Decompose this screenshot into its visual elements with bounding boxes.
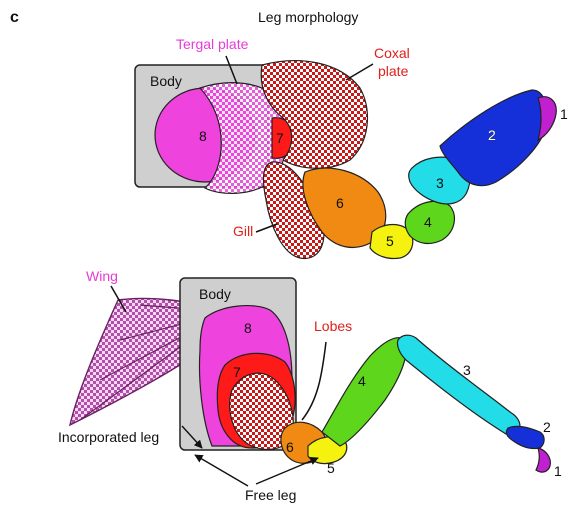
wing-pointer xyxy=(110,285,127,313)
gill-label: Gill xyxy=(233,223,253,239)
free-leg-arrow-left xyxy=(194,454,249,487)
free-leg-arrow-right xyxy=(255,457,319,485)
panel-letter: c xyxy=(10,9,19,26)
top-segment-2-label: 2 xyxy=(488,127,496,143)
bottom-segment-3-label: 3 xyxy=(463,362,471,378)
top-segment-1 xyxy=(537,96,557,142)
top-coxal-plate xyxy=(260,60,369,169)
wing-label: Wing xyxy=(86,268,118,284)
wing-veins xyxy=(79,304,229,421)
gill-pointer xyxy=(255,223,278,233)
bottom-segment-4 xyxy=(321,337,408,447)
tergal-plate-pointer xyxy=(225,55,238,85)
tergal-plate-label: Tergal plate xyxy=(176,36,249,52)
bottom-leg-diagram: Wing Body 8 7 6 Lobes 4 3 2 1 5 xyxy=(58,268,562,503)
top-leg-diagram: Body 8 Tergal plate Gill 7 Coxal plate 6… xyxy=(134,36,568,260)
bottom-segment-1-label: 1 xyxy=(554,463,562,479)
bottom-segment-1 xyxy=(535,447,551,473)
incorporated-leg-label: Incorporated leg xyxy=(58,429,159,445)
bottom-body-label: Body xyxy=(199,286,231,302)
diagram-title: Leg morphology xyxy=(258,9,358,25)
bottom-segment-4-label: 4 xyxy=(358,373,366,389)
bottom-segment-5-label: 5 xyxy=(327,460,335,476)
free-leg-label: Free leg xyxy=(245,487,296,503)
top-segment-8-label: 8 xyxy=(199,128,207,144)
bottom-segment-8-label: 8 xyxy=(244,320,252,336)
coxal-plate-label-line1: Coxal xyxy=(374,45,410,61)
top-segment-1-label: 1 xyxy=(560,106,568,122)
top-segment-5-label: 5 xyxy=(386,233,394,249)
lobes-label: Lobes xyxy=(314,318,352,334)
incorporated-leg-arrow xyxy=(181,425,203,449)
coxal-plate-pointer xyxy=(345,63,374,81)
bottom-segment-3 xyxy=(396,334,521,435)
top-segment-6-label: 6 xyxy=(336,195,344,211)
top-body-label: Body xyxy=(150,73,182,89)
top-segment-7-label: 7 xyxy=(276,130,284,146)
top-segment-3-label: 3 xyxy=(436,175,444,191)
bottom-segment-2 xyxy=(505,425,545,450)
lobes-pointer xyxy=(301,341,327,421)
coxal-plate-label-line2: plate xyxy=(378,63,409,79)
top-segment-4-label: 4 xyxy=(424,214,432,230)
top-segment-5 xyxy=(369,223,414,260)
bottom-segment-2-label: 2 xyxy=(543,419,551,435)
bottom-segment-6-label: 6 xyxy=(286,439,294,455)
bottom-segment-7-label: 7 xyxy=(233,364,241,380)
top-segment-2 xyxy=(439,89,548,187)
